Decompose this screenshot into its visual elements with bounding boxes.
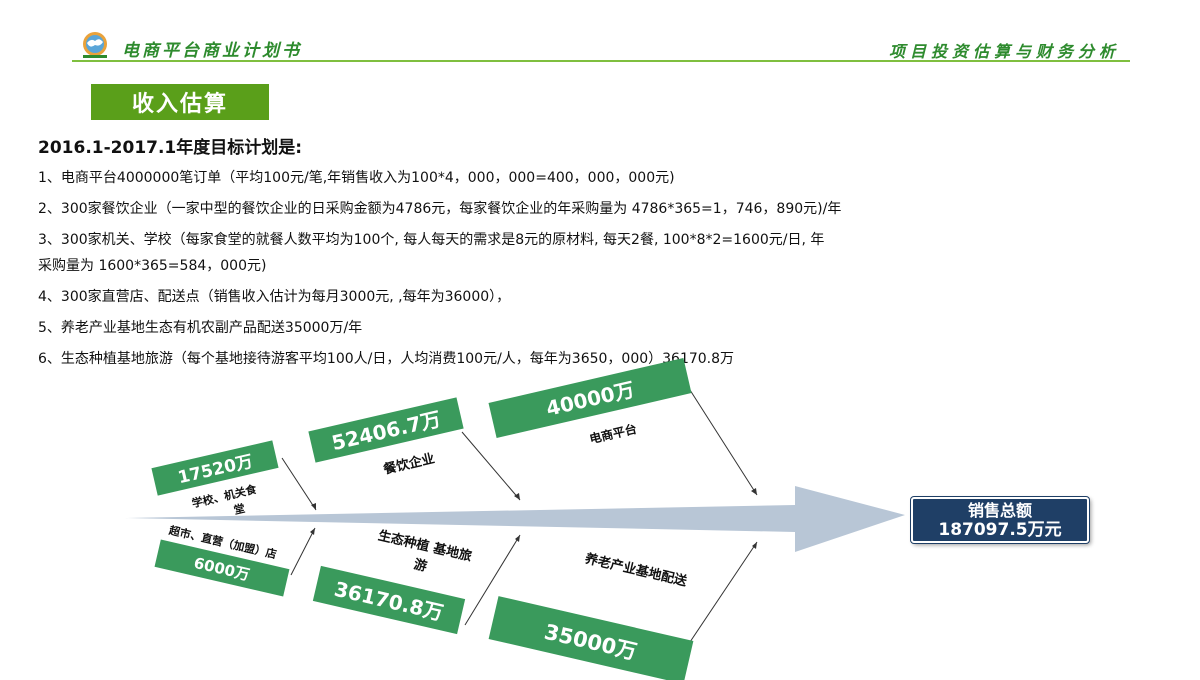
bone-arrowhead [752, 542, 757, 549]
value-box-top-2 [308, 397, 464, 463]
plan-line: 3、300家机关、学校（每家食堂的就餐人数平均为100个, 每人每天的需求是8元… [38, 232, 825, 248]
value-box-bottom-1 [154, 539, 290, 597]
plan-line: 采购量为 1600*365=584，000元) [38, 258, 267, 274]
revenue-fishbone-diagram: 17520万 学校、机关食 堂 52406.7万 餐饮企业 40000万 电商平… [125, 357, 905, 680]
bone-arrowhead [515, 535, 520, 542]
value-box-top-3 [488, 357, 692, 439]
value-box-bottom-2 [312, 565, 466, 635]
category-label: 游 [412, 556, 428, 575]
total-sales-value: 187097.5万元 [938, 520, 1062, 540]
total-sales-label: 销售总额 [967, 501, 1032, 520]
bone-line [689, 389, 758, 496]
brand-title: 电商平台商业计划书 [122, 41, 302, 61]
bone-arrowhead [311, 503, 316, 510]
bone-arrowhead [514, 493, 520, 500]
bone-line [689, 541, 758, 643]
page-title: 收入估算 [91, 84, 269, 120]
category-label: 养老产业基地配送 [582, 550, 689, 589]
category-label: 堂 [232, 501, 246, 517]
category-label: 餐饮企业 [381, 450, 436, 478]
section-name: 项目投资估算与财务分析 [888, 42, 1120, 61]
plan-line: 2、300家餐饮企业（一家中型的餐饮企业的日采购金额为4786元，每家餐饮企业的… [38, 201, 842, 217]
bone-line [281, 457, 317, 511]
bone-arrowhead [310, 528, 315, 535]
bone-line [461, 431, 521, 501]
main-arrow [125, 486, 905, 552]
globe-logo-icon [83, 32, 107, 58]
bone-line [290, 527, 316, 576]
plan-line: 6、生态种植基地旅游（每个基地接待游客平均100人/日，人均消费100元/人，每… [38, 351, 735, 367]
plan-line: 1、电商平台4000000笔订单（平均100元/笔,年销售收入为100*4，00… [38, 170, 675, 186]
category-label: 学校、机关食 [190, 482, 258, 511]
value-box-top-1 [151, 440, 279, 496]
value-box-bottom-3 [488, 596, 694, 680]
bone-arrowhead [751, 488, 757, 495]
header-divider [72, 60, 1130, 62]
plan-line: 4、300家直营店、配送点（销售收入估计为每月3000元, ,每年为36000）… [38, 289, 511, 305]
total-sales-box: 销售总额 187097.5万元 [911, 497, 1089, 543]
category-label: 电商平台 [588, 421, 638, 446]
plan-title: 2016.1-2017.1年度目标计划是: [38, 138, 303, 158]
bone-line [464, 534, 521, 626]
plan-line: 5、养老产业基地生态有机农副产品配送35000万/年 [38, 320, 363, 336]
header: 电商平台商业计划书 项目投资估算与财务分析 [0, 0, 1200, 66]
